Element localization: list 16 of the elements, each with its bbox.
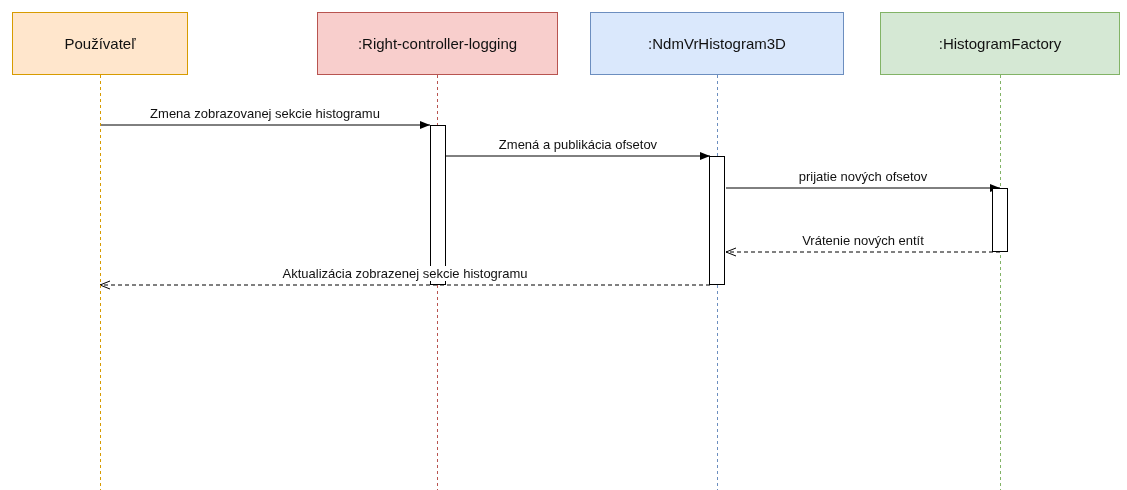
- message-arrow: [445, 152, 711, 160]
- message-label: Aktualizácia zobrazenej sekcie histogramu: [281, 266, 529, 281]
- message-label: Zmená a publikácia ofsetov: [497, 137, 659, 152]
- participant-box: Používateľ: [12, 12, 188, 75]
- message-label: prijatie nových ofsetov: [797, 169, 929, 184]
- participant-box: :NdmVrHistogram3D: [590, 12, 844, 75]
- message-arrow: [99, 121, 431, 129]
- message-label: Vrátenie nových entít: [801, 233, 925, 248]
- activation-bar: [709, 156, 725, 285]
- participant-box: :Right-controller-logging: [317, 12, 558, 75]
- return-message-arrow: [725, 247, 1001, 257]
- message-arrow: [725, 184, 1001, 192]
- participant-box: :HistogramFactory: [880, 12, 1120, 75]
- return-message-arrow: [99, 280, 711, 290]
- message-label: Zmena zobrazovanej sekcie histogramu: [149, 106, 381, 121]
- activation-bar: [992, 188, 1008, 252]
